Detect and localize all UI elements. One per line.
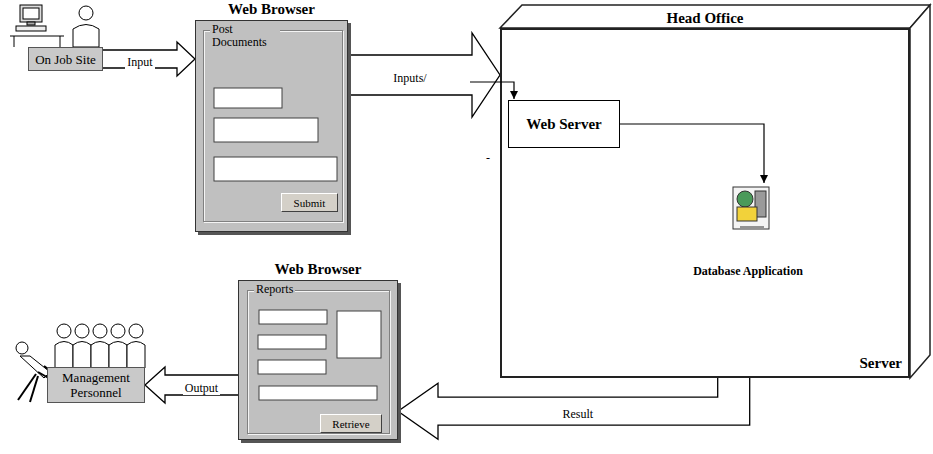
- label-anchor: Output: [183, 378, 220, 396]
- inputs-arrow: [348, 33, 500, 117]
- report-group: ReportsRetrieve: [247, 290, 390, 434]
- database-app-icon: [733, 187, 769, 229]
- server-name: Web Server: [526, 116, 601, 133]
- label-anchor: Input: [125, 52, 154, 70]
- flow-label: Input: [125, 55, 154, 69]
- office-top-face: [500, 5, 930, 28]
- group-name: Management Personnel: [48, 370, 144, 400]
- web-server-box: Web Server: [508, 100, 620, 148]
- site-box: On Job Site: [28, 47, 103, 71]
- flow-label: Result: [561, 407, 596, 421]
- label-anchor: Inputs/: [391, 68, 428, 86]
- retrieve-button: Retrieve: [320, 414, 382, 433]
- browser-window: Web BrowserPost DocumentsSubmit: [195, 20, 348, 232]
- label-anchor: Result: [561, 404, 596, 422]
- computer-icon: [10, 5, 64, 47]
- group-title: Post Documents: [210, 23, 280, 49]
- site-name: On Job Site: [35, 52, 96, 67]
- browser-window: Web BrowserReportsRetrieve: [238, 280, 398, 440]
- window-title: Web Browser: [275, 260, 362, 278]
- flow-arrow: [620, 124, 764, 183]
- inputs-feed-line: [470, 82, 514, 99]
- output-arrow: [145, 367, 238, 403]
- server-label: Server: [860, 355, 902, 372]
- office-front: [500, 28, 910, 378]
- label-anchor: -: [484, 148, 492, 166]
- management-box: Management Personnel: [47, 367, 145, 403]
- input-arrow: [103, 42, 195, 76]
- flow-label: Inputs/: [391, 71, 428, 85]
- group-title: Reports: [254, 283, 295, 296]
- office-title: Head Office: [666, 9, 743, 27]
- form-group: Post DocumentsSubmit: [203, 30, 343, 222]
- text-fields: [214, 88, 381, 400]
- button-label: Submit: [294, 197, 326, 209]
- result-arrow: [398, 378, 750, 439]
- submit-button: Submit: [281, 193, 338, 212]
- database-app: Database Application: [662, 183, 834, 279]
- server-box: Head OfficeServerWeb ServerDatabase Appl…: [500, 28, 910, 378]
- people-figures: [16, 324, 145, 402]
- app-name: Database Application: [693, 264, 803, 279]
- window-title: Web Browser: [228, 0, 315, 18]
- stray-mark: -: [484, 151, 492, 165]
- office-side-face: [910, 5, 930, 378]
- flow-label: Output: [183, 381, 220, 395]
- worker-figure: [73, 6, 99, 47]
- button-label: Retrieve: [332, 418, 369, 430]
